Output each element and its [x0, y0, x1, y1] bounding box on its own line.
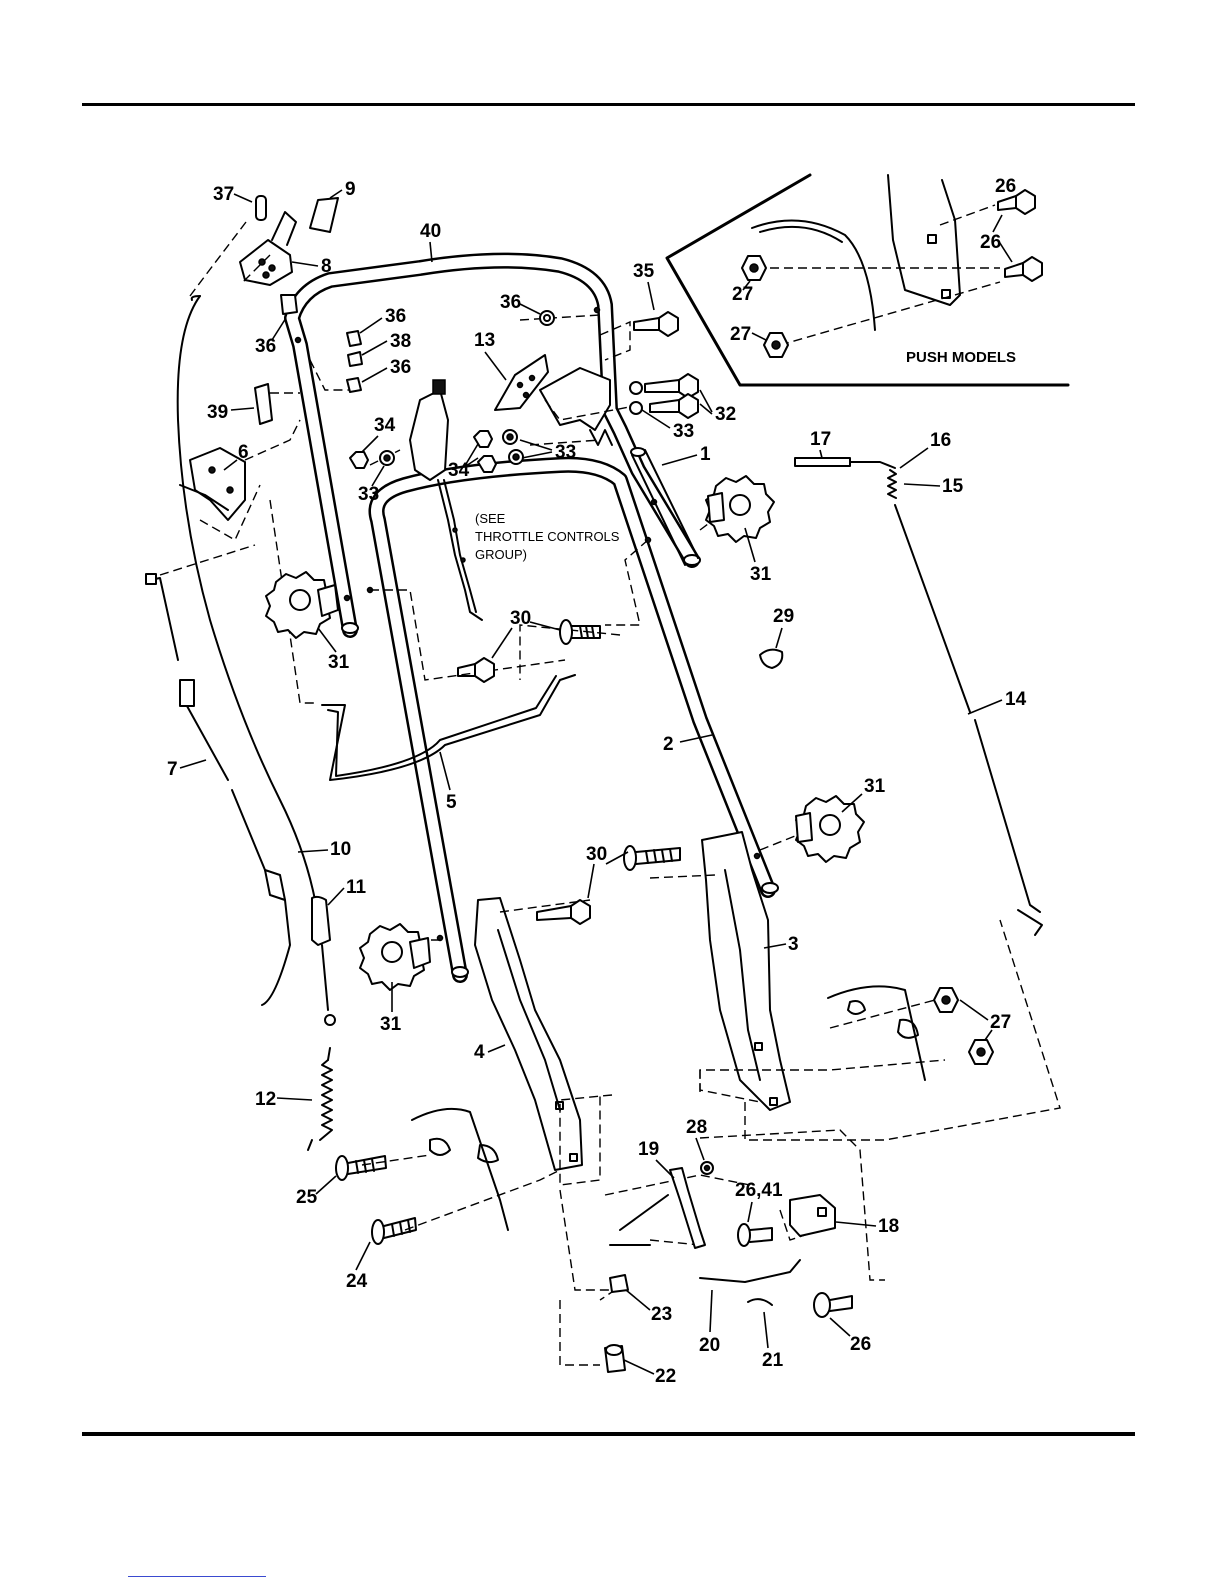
right-side-plate: [702, 832, 790, 1110]
callout-27: 27: [732, 284, 753, 305]
hex-bolt: [650, 394, 698, 418]
callout-2: 2: [663, 734, 674, 755]
callout-5: 5: [446, 792, 457, 813]
footer-link-underline[interactable]: [128, 1576, 266, 1577]
callout-1: 1: [700, 444, 711, 465]
callout-37: 37: [213, 184, 234, 205]
handle-knob: [706, 476, 774, 542]
callout-11: 11: [346, 877, 367, 898]
callout-26: 26: [850, 1334, 871, 1355]
flange-nut: [742, 256, 766, 280]
callout-35: 35: [633, 261, 655, 282]
throttle-note-line2: THROTTLE CONTROLS: [475, 529, 620, 544]
callout-10: 10: [330, 839, 351, 860]
callout-31: 31: [864, 776, 886, 797]
callout-17: 17: [810, 429, 831, 450]
carriage-bolt: [336, 1156, 386, 1180]
cable-bracket: [180, 448, 245, 520]
carriage-bolt: [560, 620, 600, 644]
callout-8: 8: [321, 256, 332, 277]
handle-grip: [310, 198, 338, 232]
callout-40: 40: [420, 221, 441, 242]
callout-28: 28: [686, 1117, 707, 1138]
inset-title: PUSH MODELS: [906, 349, 1016, 366]
upper-spacer: [281, 295, 297, 314]
callout-26: 26: [980, 232, 1001, 253]
callout-33: 33: [673, 421, 694, 442]
handle-knob: [796, 796, 864, 862]
callout-20: 20: [699, 1335, 720, 1356]
callout-39: 39: [207, 402, 228, 423]
callout-27: 27: [730, 324, 751, 345]
callout-19: 19: [638, 1139, 659, 1160]
callout-33: 33: [358, 484, 379, 505]
carriage-bolt: [624, 846, 680, 870]
callout-24: 24: [346, 1271, 368, 1292]
pin: [256, 196, 266, 220]
hex-bolt: [814, 1293, 852, 1317]
callout-36: 36: [500, 292, 521, 313]
throttle-note-line3: GROUP): [475, 547, 527, 562]
push-models-inset: 26 26 27 27 PUSH MODELS: [667, 175, 1068, 385]
throttle-control: [410, 380, 482, 620]
callout-23: 23: [651, 1304, 672, 1325]
hex-bolt: [634, 312, 678, 336]
callout-38: 38: [390, 331, 411, 352]
left-side-plate: [475, 898, 582, 1170]
callout-34: 34: [374, 415, 396, 436]
callout-27: 27: [990, 1012, 1011, 1033]
carriage-bolt: [372, 1218, 416, 1244]
callout-7: 7: [167, 759, 178, 780]
brake-cable: [146, 574, 290, 1005]
callout-29: 29: [773, 606, 794, 627]
handle-knob: [360, 924, 430, 990]
callout-30: 30: [510, 608, 531, 629]
callout-18: 18: [878, 1216, 899, 1237]
flange-nut: [764, 333, 788, 357]
upper-bracket: [240, 212, 296, 285]
callout-26: 26: [995, 176, 1016, 197]
handle-knob: [266, 572, 338, 638]
callout-4: 4: [474, 1042, 485, 1063]
callout-6: 6: [238, 442, 249, 463]
callout-36: 36: [390, 357, 411, 378]
spring: [308, 1048, 332, 1150]
control-bail-rod: [322, 675, 575, 780]
callout-32: 32: [715, 404, 736, 425]
callout-15: 15: [942, 476, 964, 497]
callout-13: 13: [474, 330, 495, 351]
callout-16: 16: [930, 430, 951, 451]
flange-nut: [934, 988, 993, 1064]
callout-25: 25: [296, 1187, 318, 1208]
cable-clip: [255, 384, 272, 424]
callout-21: 21: [762, 1350, 784, 1371]
upper-handle: [292, 261, 700, 633]
callout-22: 22: [655, 1366, 676, 1387]
callout-3: 3: [788, 934, 799, 955]
callout-30: 30: [586, 844, 607, 865]
callout-31: 31: [328, 652, 350, 673]
callout-14: 14: [1005, 689, 1027, 710]
callout-12: 12: [255, 1089, 276, 1110]
flange-bolt: [458, 658, 494, 682]
plug-cap: [760, 650, 782, 668]
hex-bolt: [738, 1224, 772, 1246]
callout-26-41: 26,41: [735, 1180, 783, 1201]
callout-9: 9: [345, 179, 356, 200]
footer-rule: [82, 1432, 1135, 1436]
callout-36: 36: [385, 306, 406, 327]
callout-31: 31: [750, 564, 772, 585]
callout-31: 31: [380, 1014, 402, 1035]
callout-33: 33: [555, 442, 576, 463]
throttle-note-line1: (SEE: [475, 511, 506, 526]
